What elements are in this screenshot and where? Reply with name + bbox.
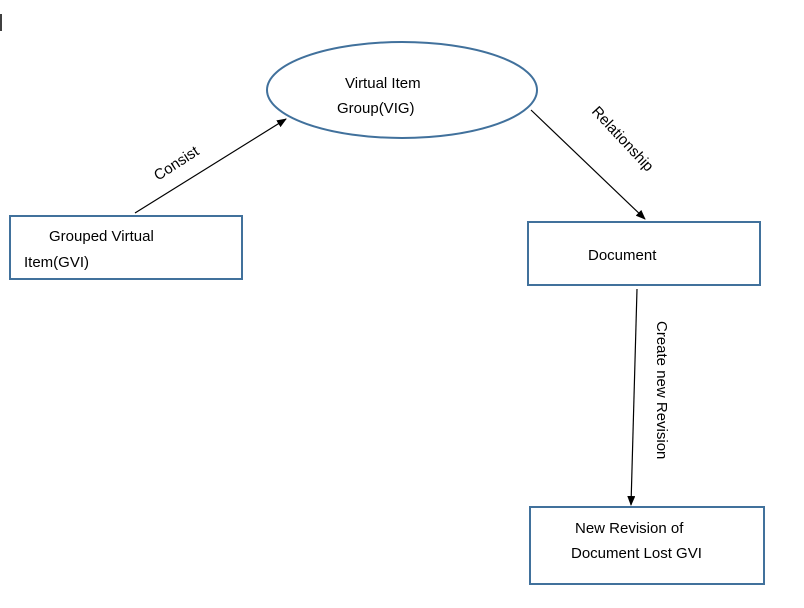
node-new-revision-shape [529, 506, 765, 585]
node-virtual-item-group-shape [266, 41, 538, 139]
node-virtual-item-group: Virtual Item Group(VIG) [266, 41, 538, 139]
edge-consist: Consist [134, 118, 287, 214]
node-grouped-virtual-item: Grouped Virtual Item(GVI) [9, 215, 243, 280]
node-document: Document [527, 221, 761, 286]
node-virtual-item-group-label-line2: Group(VIG) [337, 100, 415, 117]
node-grouped-virtual-item-label-line1: Grouped Virtual [49, 228, 154, 245]
edge-create-new-revision: Create new Revision [627, 288, 670, 506]
node-grouped-virtual-item-label-line2: Item(GVI) [24, 254, 89, 271]
node-new-revision: New Revision of Document Lost GVI [529, 506, 765, 585]
edge-relationship: Relationship [530, 103, 657, 220]
node-document-shape [527, 221, 761, 286]
edge-relationship-arrow [530, 109, 646, 220]
edge-consist-label: Consist [151, 142, 203, 184]
edge-create-new-revision-label: Create new Revision [653, 321, 670, 459]
edge-relationship-label: Relationship [588, 103, 657, 175]
node-document-label: Document [588, 247, 657, 264]
edge-create-new-revision-arrow [627, 288, 638, 506]
node-new-revision-label-line1: New Revision of [575, 520, 684, 537]
node-new-revision-label-line2: Document Lost GVI [571, 545, 702, 562]
edge-consist-arrow [134, 118, 287, 214]
node-virtual-item-group-label-line1: Virtual Item [345, 75, 421, 92]
node-grouped-virtual-item-shape [9, 215, 243, 280]
